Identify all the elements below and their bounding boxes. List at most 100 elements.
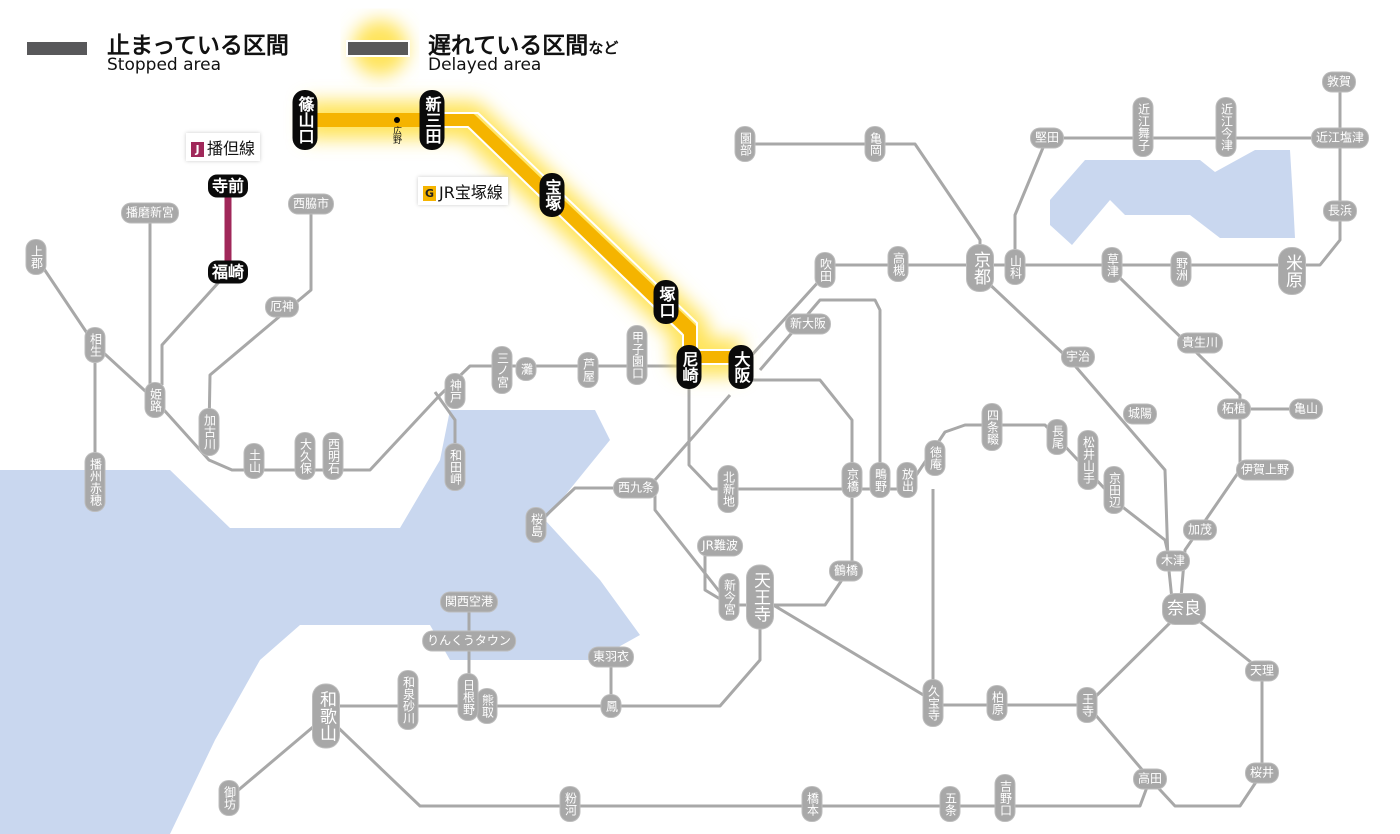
station-label[interactable]: 近江舞子: [1133, 98, 1153, 156]
station-label[interactable]: 西明石: [323, 433, 343, 479]
station-label[interactable]: 四条畷: [982, 404, 1002, 450]
station-label[interactable]: 灘: [516, 358, 536, 380]
station-label[interactable]: 鴫野: [870, 463, 890, 497]
station-label[interactable]: 草津: [1102, 248, 1122, 282]
station-label[interactable]: 熊取: [477, 689, 497, 723]
station-label[interactable]: 加茂: [1183, 520, 1217, 540]
station-label[interactable]: 高槻: [888, 247, 908, 281]
station-label[interactable]: 御坊: [219, 781, 239, 815]
station-label[interactable]: 木津: [1156, 551, 1190, 571]
kisei-line: [228, 714, 327, 800]
station-label[interactable]: 東羽衣: [588, 647, 634, 667]
station-hirono[interactable]: 広野: [391, 126, 401, 144]
station-label[interactable]: 日根野: [458, 674, 478, 720]
affected-station-label[interactable]: 尼崎: [676, 345, 702, 389]
station-label[interactable]: りんくうタウン: [423, 631, 515, 651]
station-label[interactable]: 厄神: [265, 297, 299, 317]
station-label[interactable]: 堅田: [1030, 128, 1064, 148]
station-label[interactable]: JR難波: [698, 536, 742, 556]
station-label[interactable]: 宇治: [1061, 347, 1095, 367]
station-label[interactable]: 新今宮: [719, 574, 739, 620]
station-label[interactable]: 亀岡: [865, 127, 885, 161]
station-label[interactable]: 三ノ宮: [492, 347, 512, 393]
station-label[interactable]: 京橋: [842, 463, 862, 497]
station-label[interactable]: 吹田: [815, 253, 835, 287]
station-label[interactable]: 園部: [735, 127, 755, 161]
hirono-dot: [394, 117, 400, 123]
station-label[interactable]: 長浜: [1323, 201, 1357, 221]
sagano-line: [745, 142, 982, 260]
station-label[interactable]: 播州赤穂: [85, 453, 105, 511]
station-label[interactable]: 山科: [1005, 250, 1025, 284]
station-label[interactable]: 王寺: [1077, 688, 1097, 722]
station-label[interactable]: 姫路: [145, 383, 165, 417]
station-label[interactable]: 徳庵: [925, 441, 945, 475]
delay-line-fill: [305, 113, 741, 364]
affected-station-label[interactable]: 寺前: [207, 174, 249, 198]
affected-station-label[interactable]: 篠山口: [292, 90, 318, 150]
station-label[interactable]: 神戸: [445, 374, 465, 408]
stopped-swatch: [27, 42, 87, 55]
station-label[interactable]: 天理: [1245, 661, 1279, 681]
station-label[interactable]: 和泉砂川: [398, 671, 418, 729]
station-label[interactable]: 鶴橋: [829, 561, 863, 581]
station-label[interactable]: 和田岬: [445, 444, 465, 490]
station-label[interactable]: 柘植: [1217, 399, 1251, 419]
station-label[interactable]: 鳳: [601, 695, 621, 717]
station-label[interactable]: 関西空港: [440, 592, 498, 612]
lake-biwa: [1050, 150, 1295, 245]
station-label[interactable]: 橋本: [802, 787, 822, 821]
station-label[interactable]: 桜井: [1245, 763, 1279, 783]
station-label[interactable]: 吉野口: [995, 775, 1015, 821]
delay-line-edge: [432, 112, 741, 351]
station-label[interactable]: 粉河: [560, 787, 580, 821]
station-label[interactable]: 芦屋: [578, 353, 598, 387]
station-label[interactable]: 奈良: [1163, 594, 1205, 624]
station-label[interactable]: 天王寺: [747, 565, 773, 629]
station-label[interactable]: 甲子園口: [627, 326, 647, 384]
station-label[interactable]: 西脇市: [288, 194, 334, 214]
station-label[interactable]: 敦賀: [1322, 72, 1356, 92]
station-label[interactable]: 新大阪: [785, 314, 831, 334]
station-label[interactable]: 加古川: [199, 409, 219, 455]
station-label[interactable]: 北新地: [718, 466, 738, 512]
affected-station-label[interactable]: 新三田: [419, 90, 445, 150]
station-label[interactable]: 放出: [897, 463, 917, 497]
station-label[interactable]: 大久保: [295, 433, 315, 479]
station-label[interactable]: 播磨新宮: [121, 203, 179, 223]
station-label[interactable]: 長尾: [1047, 420, 1067, 454]
station-label[interactable]: 近江塩津: [1311, 128, 1369, 148]
delayed-title: 遅れている区間など: [428, 26, 618, 60]
station-label[interactable]: 西九条: [613, 478, 659, 498]
station-label[interactable]: 桜島: [526, 508, 546, 542]
gakkentoshi-line: [905, 423, 1172, 562]
station-label[interactable]: 京都: [967, 245, 993, 291]
stopped-subtitle: Stopped area: [107, 55, 222, 75]
station-label[interactable]: 五条: [940, 787, 960, 821]
affected-station-label[interactable]: 塚口: [653, 280, 679, 324]
stopped-title: 止まっている区間: [107, 33, 289, 59]
station-label[interactable]: 和歌山: [313, 684, 339, 748]
station-label[interactable]: 伊賀上野: [1236, 460, 1294, 480]
affected-station-label[interactable]: 大阪: [728, 345, 754, 389]
affected-station-label[interactable]: 福崎: [207, 260, 249, 284]
station-label[interactable]: 貴生川: [1177, 333, 1223, 353]
station-label[interactable]: 城陽: [1123, 404, 1157, 424]
station-label[interactable]: 高田: [1133, 769, 1167, 789]
station-label[interactable]: 野洲: [1171, 252, 1191, 286]
station-label[interactable]: 土山: [244, 444, 264, 478]
station-label[interactable]: 上郡: [26, 240, 46, 274]
station-label[interactable]: 相生: [85, 328, 105, 362]
station-label[interactable]: 近江今津: [1216, 98, 1236, 156]
station-label[interactable]: 亀山: [1289, 399, 1323, 419]
station-label[interactable]: 久宝寺: [923, 680, 943, 726]
sakurai-line: [1085, 607, 1264, 808]
affected-station-label[interactable]: 宝塚: [539, 173, 565, 217]
station-label[interactable]: 松井山手: [1078, 431, 1098, 489]
station-label[interactable]: 米原: [1279, 248, 1305, 294]
station-label[interactable]: 京田辺: [1104, 467, 1124, 513]
station-label[interactable]: 柏原: [987, 686, 1007, 720]
